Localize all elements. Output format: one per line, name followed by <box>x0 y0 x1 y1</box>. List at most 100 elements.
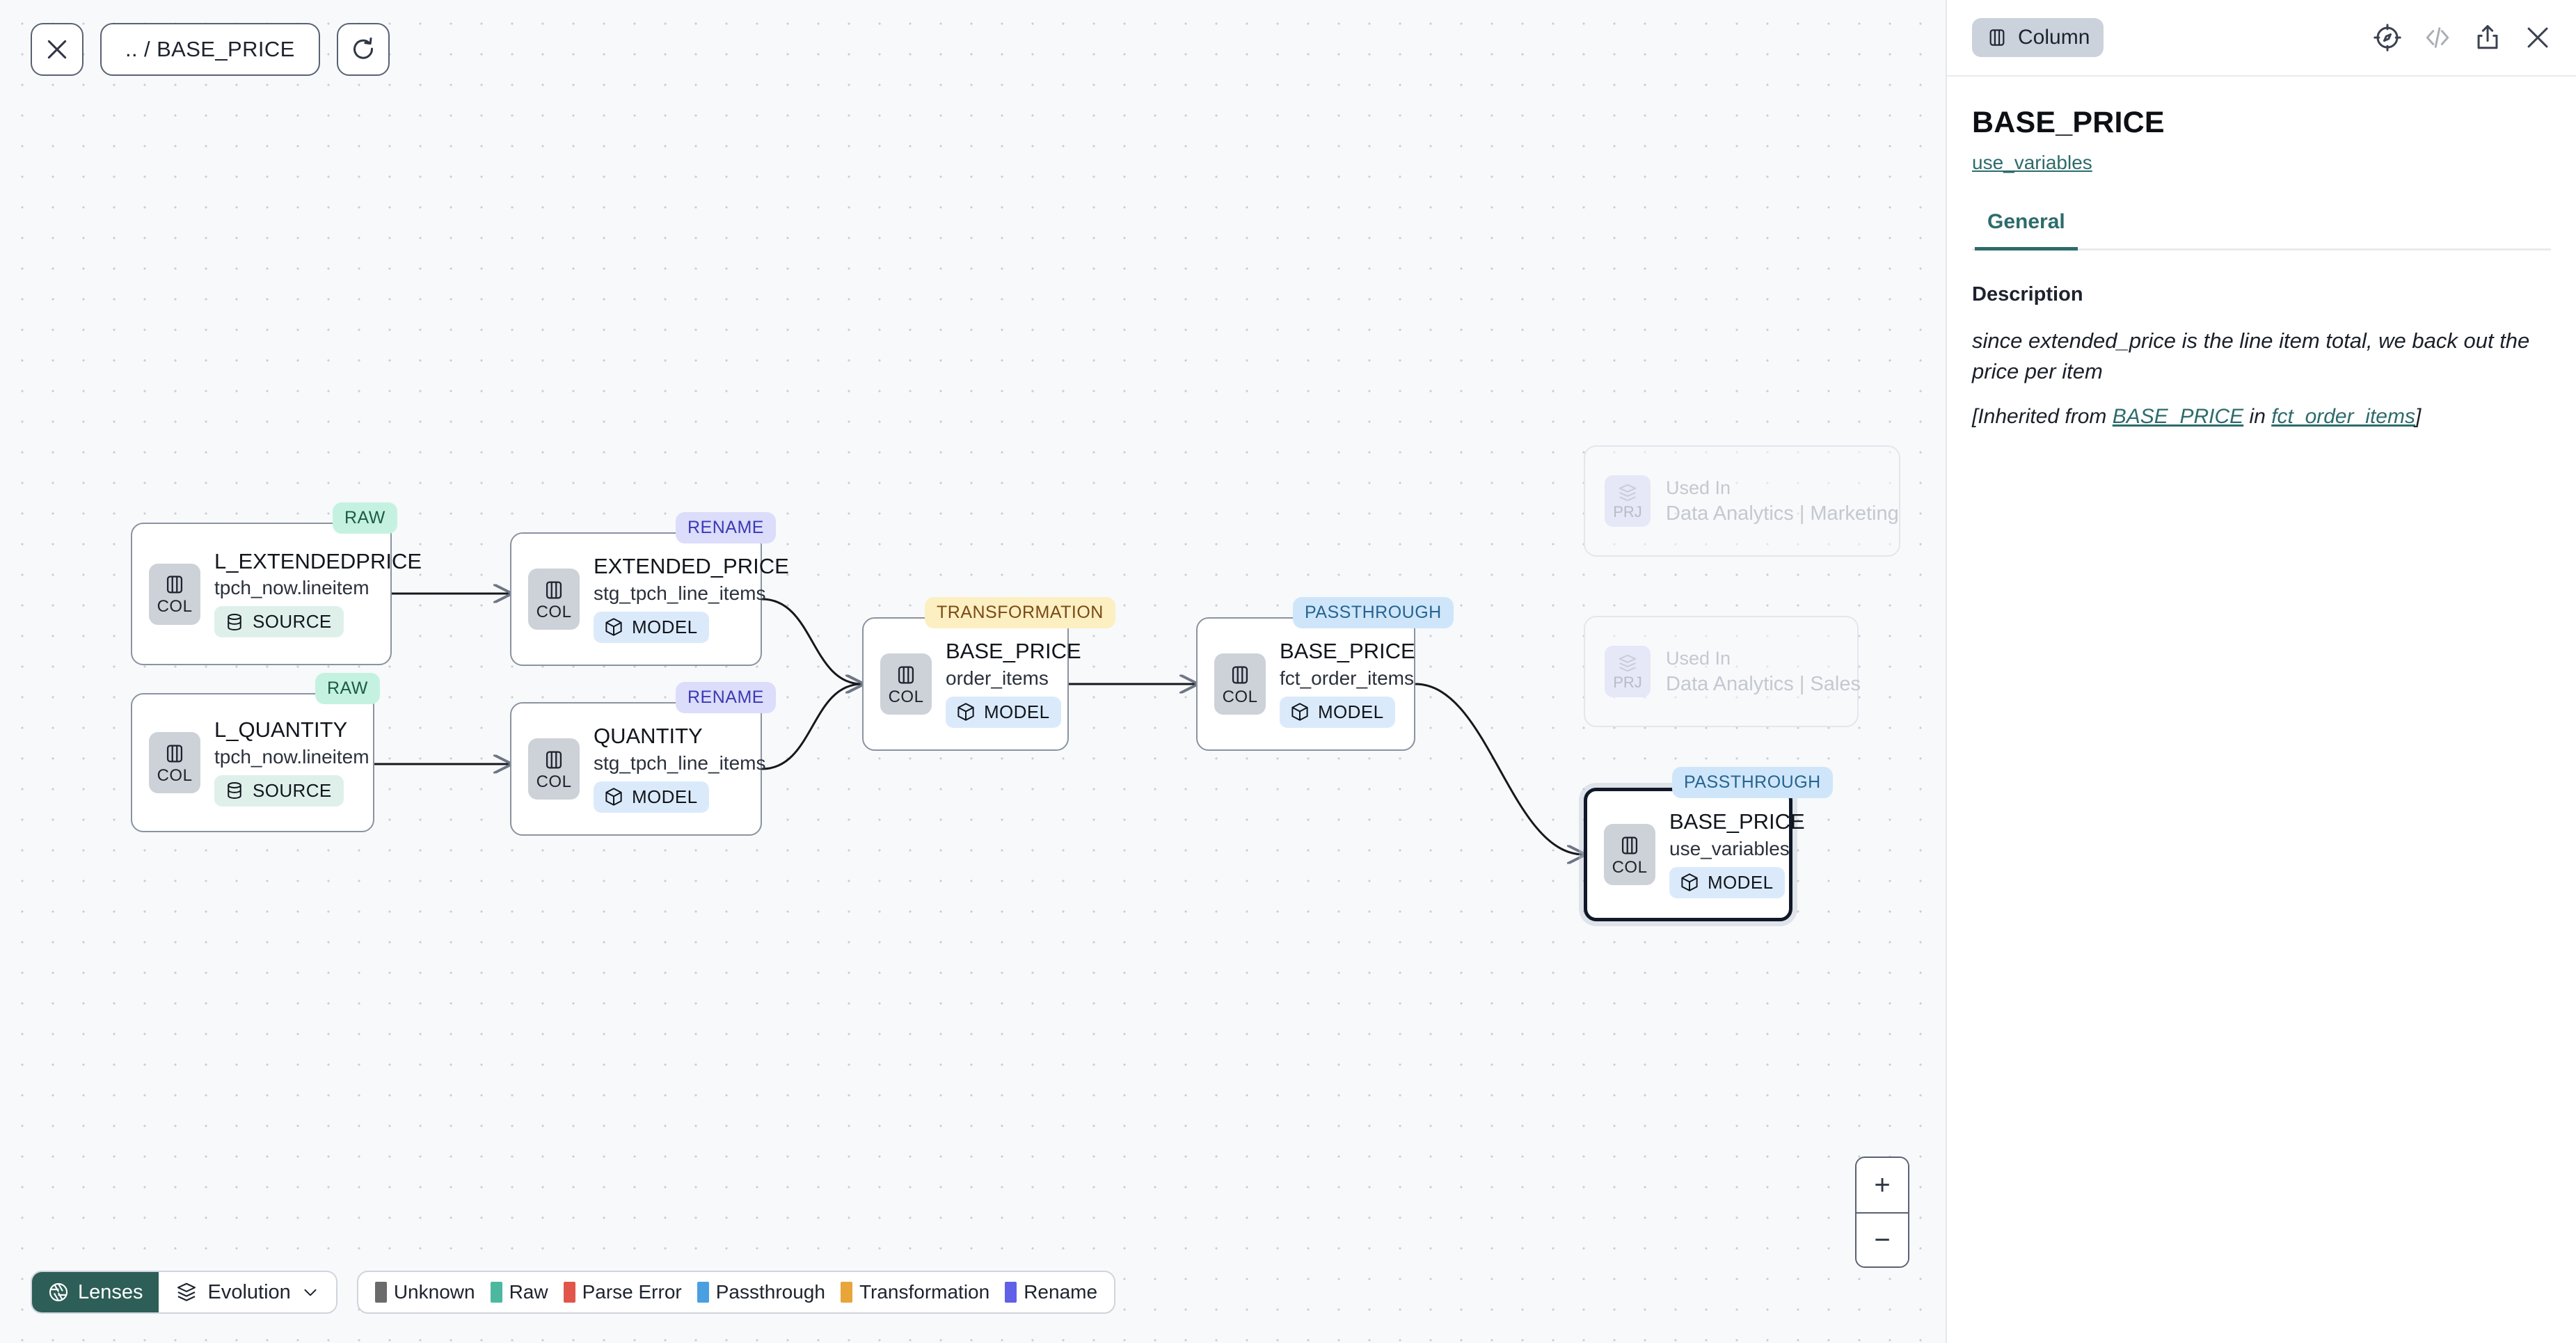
node-title: L_EXTENDEDPRICE <box>214 548 422 573</box>
share-icon[interactable] <box>2473 23 2502 52</box>
lenses-button[interactable]: Lenses <box>32 1272 159 1312</box>
node-tag-rename: RENAME <box>676 682 776 713</box>
cube-icon <box>605 618 622 637</box>
ghost-project-name: Data Analytics | Sales <box>1666 672 1861 695</box>
inherited-middle: in <box>2243 405 2272 429</box>
node-tag-transformation: TRANSFORMATION <box>925 597 1115 628</box>
node-kind-label: SOURCE <box>253 779 332 801</box>
node-tag-rename: RENAME <box>676 512 776 543</box>
inherited-suffix: ] <box>2415 405 2422 429</box>
column-chip: COL <box>528 738 580 800</box>
breadcrumb[interactable]: .. / BASE_PRICE <box>100 23 320 76</box>
legend-swatch <box>1005 1282 1017 1303</box>
column-icon <box>166 745 183 762</box>
refresh-icon <box>353 37 373 59</box>
zoom-out-button[interactable]: − <box>1857 1212 1908 1266</box>
column-chip-label: COL <box>157 765 193 785</box>
node-kind-badge: SOURCE <box>214 774 344 806</box>
column-chip-label: COL <box>536 602 572 621</box>
legend-item-rename: Rename <box>1005 1281 1097 1303</box>
column-chip-label: COL <box>1222 687 1258 706</box>
lineage-node-base-price-fct-order-items[interactable]: COL BASE_PRICE fct_order_items MODEL <box>1196 617 1415 751</box>
legend-label: Rename <box>1024 1281 1098 1303</box>
column-chip-label: COL <box>1612 857 1648 877</box>
node-tag-passthrough: PASSTHROUGH <box>1672 767 1833 798</box>
compass-icon[interactable] <box>2373 23 2402 52</box>
column-chip-label: COL <box>157 597 193 616</box>
lineage-node-l-quantity[interactable]: COL L_QUANTITY tpch_now.lineitem SOURCE <box>131 693 374 832</box>
inherited-model-link[interactable]: fct_order_items <box>2271 405 2415 429</box>
inherited-prefix: [Inherited from <box>1972 405 2113 429</box>
project-chip: PRJ <box>1605 646 1651 697</box>
lineage-legend: Unknown Raw Parse Error Passthrough Tran… <box>356 1271 1116 1314</box>
lineage-node-extended-price[interactable]: COL EXTENDED_PRICE stg_tpch_line_items M… <box>510 532 789 666</box>
node-title: BASE_PRICE <box>946 639 1081 664</box>
column-chip: COL <box>1604 824 1655 885</box>
ghost-card[interactable]: PRJ Used In Data Analytics | Sales <box>1584 616 1861 727</box>
legend-item-unknown: Unknown <box>374 1281 475 1303</box>
close-icon[interactable] <box>2523 23 2552 52</box>
legend-swatch <box>490 1282 502 1303</box>
close-graph-button[interactable] <box>31 23 84 76</box>
legend-label: Transformation <box>859 1281 990 1303</box>
lineage-canvas[interactable]: .. / BASE_PRICE PRJ Used In Dat <box>0 0 1946 1343</box>
description-section: Description since extended_price is the … <box>1947 251 2576 429</box>
tab-general[interactable]: General <box>1975 210 2078 251</box>
node-kind-label: SOURCE <box>253 611 332 633</box>
ghost-card[interactable]: PRJ Used In Data Analytics | Marketing <box>1584 445 1900 557</box>
database-icon <box>228 613 241 630</box>
ghost-used-in-label: Used In <box>1666 647 1731 669</box>
zoom-in-button[interactable]: + <box>1857 1158 1908 1212</box>
column-chip: COL <box>528 569 580 630</box>
node-kind-label: MODEL <box>632 786 698 807</box>
chevron-down-icon <box>304 1289 317 1296</box>
node-kind-label: MODEL <box>1318 701 1384 722</box>
parent-model-link[interactable]: use_variables <box>1972 152 2092 173</box>
legend-swatch <box>697 1282 709 1303</box>
lineage-node-base-price-use-variables[interactable]: COL BASE_PRICE use_variables MODEL <box>1584 788 1805 921</box>
node-subtitle: stg_tpch_line_items <box>594 582 766 604</box>
cube-icon <box>1291 703 1308 722</box>
node-kind-label: MODEL <box>984 701 1050 722</box>
cube-icon <box>957 703 974 722</box>
details-panel-body: BASE_PRICE use_variables General <box>1947 77 2576 251</box>
lineage-node-l-extendedprice[interactable]: COL L_EXTENDEDPRICE tpch_now.lineitem SO… <box>131 523 422 665</box>
column-icon <box>1621 836 1638 854</box>
node-kind-label: MODEL <box>632 616 698 637</box>
column-chip-label: COL <box>536 772 572 791</box>
refresh-button[interactable] <box>336 23 390 76</box>
details-panel: Column BASE_P <box>1946 0 2576 1343</box>
details-panel-header: Column <box>1947 0 2576 77</box>
legend-item-parse-error: Parse Error <box>563 1281 682 1303</box>
node-kind-label: MODEL <box>1708 871 1774 893</box>
node-kind-badge: SOURCE <box>214 606 344 638</box>
legend-label: Raw <box>509 1281 548 1303</box>
column-chip: COL <box>149 732 200 793</box>
node-title: QUANTITY <box>594 724 703 749</box>
node-subtitle: use_variables <box>1669 837 1790 859</box>
lineage-node-quantity[interactable]: COL QUANTITY stg_tpch_line_items MODEL <box>510 702 765 836</box>
node-tag-raw: RAW <box>333 502 397 534</box>
lenses-label: Lenses <box>78 1280 143 1303</box>
node-kind-badge: MODEL <box>1280 696 1396 728</box>
project-chip-label: PRJ <box>1613 674 1642 691</box>
column-chip-label: COL <box>888 687 924 706</box>
legend-item-passthrough: Passthrough <box>697 1281 825 1303</box>
zoom-controls: + − <box>1855 1157 1909 1268</box>
inherited-column-link[interactable]: BASE_PRICE <box>2112 405 2244 429</box>
project-icon <box>1619 654 1637 672</box>
legend-label: Passthrough <box>715 1281 825 1303</box>
node-kind-badge: MODEL <box>594 781 710 813</box>
node-subtitle: tpch_now.lineitem <box>214 577 369 599</box>
node-kind-badge: MODEL <box>594 611 710 643</box>
panel-header-actions <box>2373 23 2552 52</box>
ghost-project-name: Data Analytics | Marketing <box>1666 502 1899 525</box>
lineage-node-base-price-order-items[interactable]: COL BASE_PRICE order_items MODEL <box>862 617 1081 751</box>
legend-swatch <box>374 1282 387 1303</box>
node-kind-badge: MODEL <box>1669 866 1786 898</box>
code-icon[interactable] <box>2423 23 2452 52</box>
project-chip-label: PRJ <box>1613 503 1642 520</box>
node-title: L_QUANTITY <box>214 717 348 742</box>
evolution-dropdown[interactable]: Evolution <box>158 1272 336 1312</box>
canvas-toolbar: .. / BASE_PRICE <box>31 23 390 76</box>
